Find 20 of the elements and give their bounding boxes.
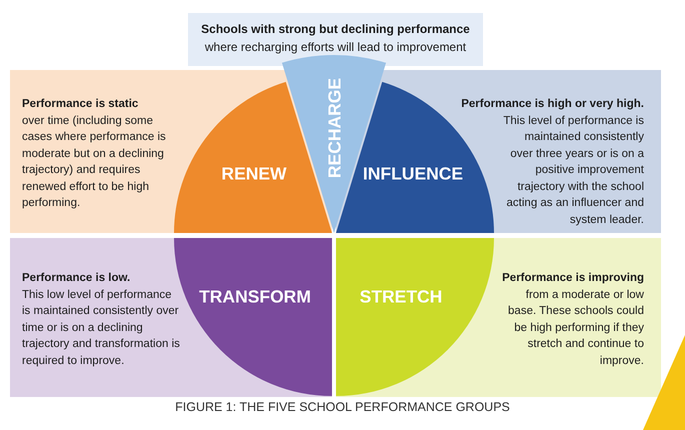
sector-label: TRANSFORM [199, 288, 311, 306]
sector-label: RENEW [221, 165, 287, 183]
panel-text: This level of performance is maintained consistently over three years or is on a positive improvement trajectory with the school acting as an influencer and system leader. [502, 114, 644, 228]
panel-heading: Performance is static [22, 97, 138, 112]
description-panel [336, 238, 661, 397]
callout-text: where recharging efforts will lead to improvement [204, 39, 466, 56]
panel-heading: Performance is high or very high. [461, 97, 644, 112]
panel-text: This low level of performance is maintained consistently over time or is on a declining trajectory and transformation is required to improve. [22, 288, 181, 368]
panel-text: over time (including some cases where performance is moderate but on a declining trajectory) and requires renewed effort to be high performing. [22, 114, 167, 211]
sector-label: INFLUENCE [362, 165, 464, 183]
pie-sector [336, 237, 494, 396]
panel-heading: Performance is low. [22, 271, 130, 286]
description-panel [10, 238, 332, 397]
sector-label: RECHARGE [326, 78, 344, 178]
callout-heading: Schools with strong but declining performance [201, 21, 470, 38]
sector-label: STRETCH [360, 288, 442, 306]
panel-heading: Performance is improving [502, 271, 644, 286]
callout-box [188, 13, 483, 66]
figure-caption: FIGURE 1: THE FIVE SCHOOL PERFORMANCE GROUPS [175, 400, 510, 415]
panel-text: from a moderate or low base. These schools could be high performing if they stretch and continue to improve. [508, 288, 644, 368]
